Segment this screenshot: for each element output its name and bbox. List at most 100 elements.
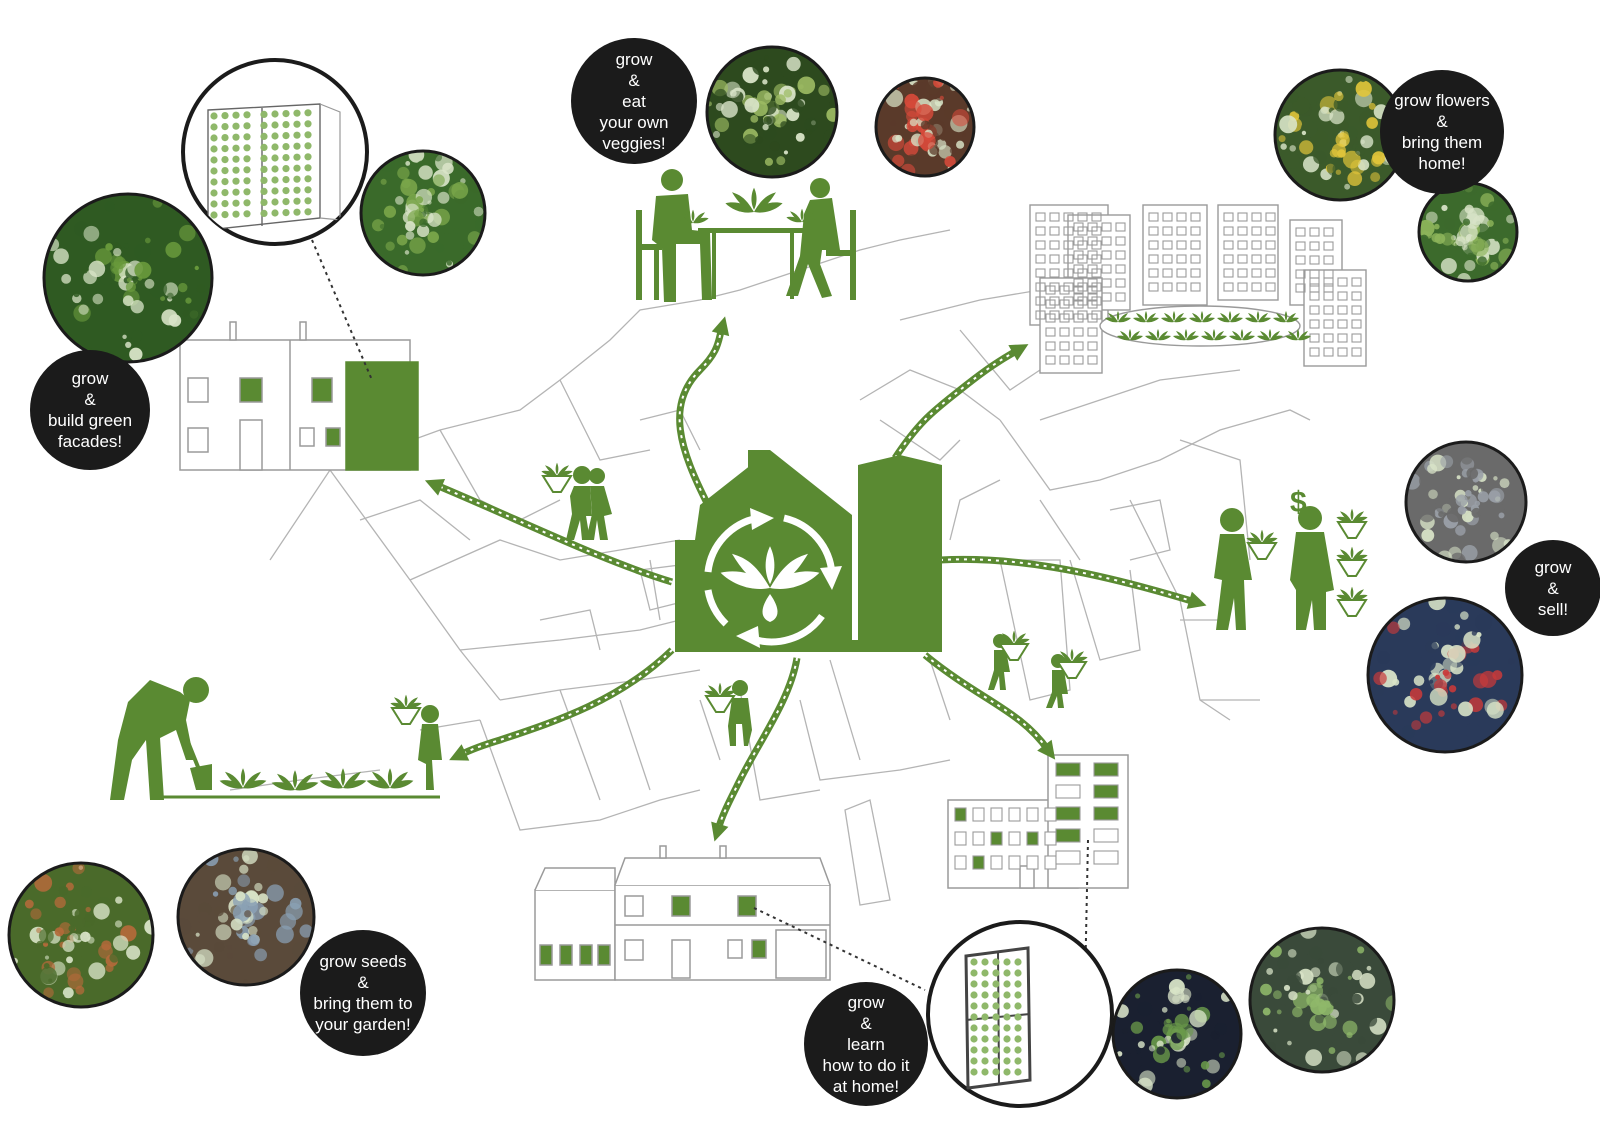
- window: [1223, 282, 1234, 292]
- window-plant-dot: [992, 958, 1000, 966]
- facade-plant-dot: [232, 199, 240, 207]
- window: [1059, 341, 1070, 351]
- facade-plant-dot: [282, 176, 290, 184]
- arrow-to-row-houses-dashes: [717, 657, 798, 831]
- window: [1176, 212, 1187, 222]
- dollar-icon: $: [1290, 486, 1307, 519]
- window: [1251, 254, 1262, 264]
- window-plant-dot: [1003, 980, 1011, 988]
- window: [1101, 292, 1112, 302]
- window: [1295, 269, 1306, 279]
- window: [1026, 831, 1039, 846]
- window: [1055, 784, 1081, 799]
- window: [1115, 264, 1126, 274]
- window: [1055, 828, 1081, 843]
- window: [1351, 291, 1362, 301]
- window: [1337, 319, 1348, 329]
- window: [1059, 285, 1070, 295]
- facade-plant-dot: [243, 122, 251, 130]
- block-windows: [954, 762, 1119, 870]
- window: [1351, 333, 1362, 343]
- window: [1323, 319, 1334, 329]
- facade-plant-dot: [271, 209, 279, 217]
- facade-plant-dot: [260, 110, 268, 118]
- bubble-green-facades: grow & build green facades!: [30, 350, 150, 470]
- facade-plant-dot: [282, 187, 290, 195]
- window: [1148, 212, 1159, 222]
- facade-plant-dot: [260, 143, 268, 151]
- window: [1176, 268, 1187, 278]
- window: [954, 831, 967, 846]
- facade-plant-dot: [282, 121, 290, 129]
- window: [1101, 236, 1112, 246]
- window: [1337, 305, 1348, 315]
- facade-plant-dot: [271, 165, 279, 173]
- market-vendor-silhouettes: $: [1214, 486, 1368, 630]
- facade-plant-dot: [293, 186, 301, 194]
- arrow-to-towers-head: [1008, 344, 1029, 361]
- window: [1237, 240, 1248, 250]
- window: [1337, 333, 1348, 343]
- facade-plant-dot: [271, 198, 279, 206]
- window: [1044, 831, 1057, 846]
- window-plant-dot: [981, 991, 989, 999]
- window: [1073, 299, 1084, 309]
- window: [1309, 333, 1320, 343]
- facade-plant-dot: [221, 178, 229, 186]
- window: [1190, 268, 1201, 278]
- window: [1265, 240, 1276, 250]
- window: [1148, 268, 1159, 278]
- window-plant-dot: [1014, 1013, 1022, 1021]
- window: [1295, 241, 1306, 251]
- arrow-to-dining-head: [711, 316, 730, 337]
- window: [1044, 807, 1057, 822]
- facade-plant-dot: [260, 176, 268, 184]
- photo-street-garden: [1417, 181, 1519, 283]
- window: [1087, 222, 1098, 232]
- window: [1035, 254, 1046, 264]
- window: [1059, 327, 1070, 337]
- window: [1026, 855, 1039, 870]
- window: [1295, 255, 1306, 265]
- window: [1190, 282, 1201, 292]
- window: [1008, 831, 1021, 846]
- arrow-to-row-houses-head: [711, 821, 729, 842]
- window-plant-dot: [1003, 1013, 1011, 1021]
- window: [1148, 240, 1159, 250]
- facade-plant-dot: [293, 142, 301, 150]
- facade-plant-dot: [304, 164, 312, 172]
- row-houses: [534, 845, 831, 981]
- window-plant-dot: [1003, 969, 1011, 977]
- window-plant-dot: [992, 991, 1000, 999]
- arrow-to-market: [939, 555, 1197, 606]
- window-plant-dot: [1003, 1068, 1011, 1076]
- window: [1073, 285, 1084, 295]
- bubble-grow-eat-veggies: grow & eat your own veggies!: [571, 38, 697, 164]
- facade-plant-dot: [282, 132, 290, 140]
- window: [1049, 268, 1060, 278]
- window: [1059, 313, 1070, 323]
- facade-plant-dot: [304, 120, 312, 128]
- window: [1087, 341, 1098, 351]
- facade-plant-dot: [293, 153, 301, 161]
- window: [1176, 282, 1187, 292]
- facade-plant-dot: [232, 111, 240, 119]
- facade-plant-dot: [243, 133, 251, 141]
- window-plant-dot: [1014, 969, 1022, 977]
- window: [1162, 212, 1173, 222]
- window: [1087, 292, 1098, 302]
- window: [1073, 292, 1084, 302]
- facade-plant-dot: [293, 197, 301, 205]
- photo-bottle-garden: [1248, 926, 1396, 1074]
- window: [1045, 355, 1056, 365]
- window: [1087, 250, 1098, 260]
- window: [1055, 850, 1081, 865]
- window-plant-dot: [970, 980, 978, 988]
- window: [1115, 236, 1126, 246]
- window-plant-dot: [970, 1068, 978, 1076]
- photo-salad-bowl: [705, 45, 839, 179]
- window: [1087, 278, 1098, 288]
- window: [1265, 212, 1276, 222]
- facade-plant-dot: [232, 122, 240, 130]
